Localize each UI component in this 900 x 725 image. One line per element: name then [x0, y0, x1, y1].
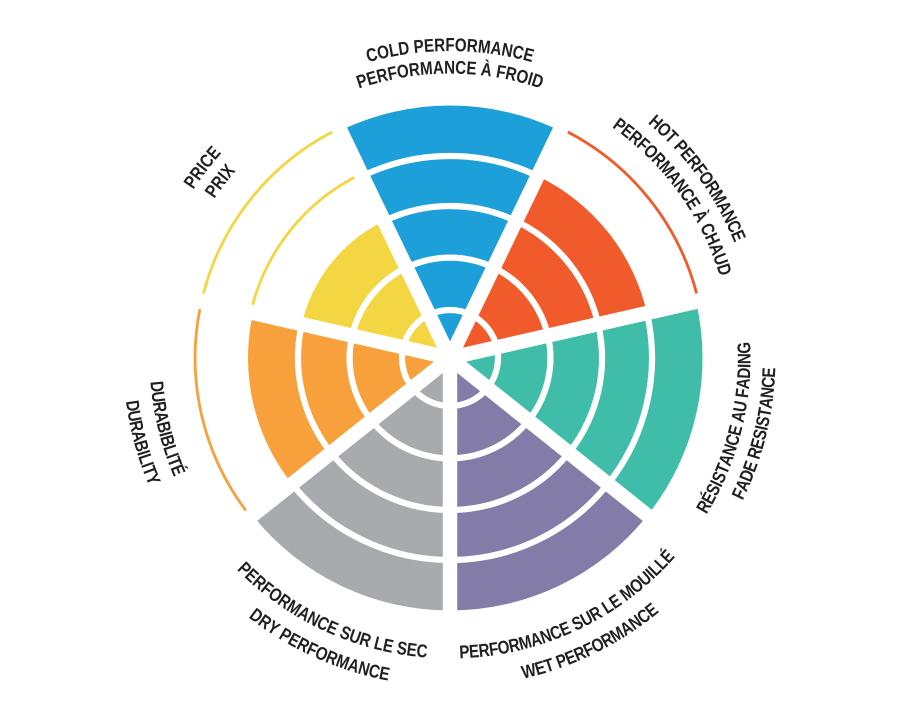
svg-text:R: R [504, 63, 519, 86]
svg-text:C: C [511, 41, 526, 64]
svg-text:B: B [152, 419, 175, 435]
svg-text:A: A [733, 377, 755, 390]
svg-text:E: E [759, 367, 780, 378]
svg-text:E: E [423, 35, 434, 56]
svg-text:D: D [122, 399, 144, 413]
svg-text:S: S [752, 414, 774, 428]
svg-text:F: F [732, 387, 754, 399]
svg-text:F: F [495, 61, 508, 83]
svg-text:F: F [488, 638, 500, 660]
svg-text:E: E [405, 639, 418, 661]
svg-text:I: I [525, 68, 535, 89]
svg-text:R: R [507, 634, 522, 657]
svg-text:A: A [489, 37, 503, 59]
svg-text:N: N [500, 39, 515, 61]
svg-text:F: F [445, 35, 454, 56]
svg-text:F: F [386, 62, 399, 84]
svg-text:R: R [125, 419, 148, 434]
svg-text:O: O [496, 636, 511, 659]
svg-text:N: N [444, 57, 455, 78]
svg-text:S: S [749, 427, 772, 442]
svg-text:D: D [146, 380, 168, 393]
svg-text:C: C [367, 660, 383, 683]
svg-text:I: I [734, 363, 755, 368]
svg-text:C: C [758, 376, 780, 389]
svg-text:N: N [757, 386, 779, 399]
svg-text:M: M [516, 631, 534, 654]
svg-text:A: A [127, 428, 150, 444]
svg-text:R: R [434, 35, 446, 56]
svg-text:U: U [123, 409, 145, 424]
svg-text:A: A [727, 409, 750, 424]
svg-text:À: À [480, 59, 493, 81]
svg-text:W: W [519, 659, 538, 683]
svg-text:C: C [416, 640, 429, 662]
svg-text:A: A [433, 57, 445, 78]
svg-text:B: B [130, 438, 153, 454]
svg-text:U: U [147, 390, 169, 404]
svg-text:P: P [459, 642, 470, 663]
svg-text:U: U [729, 399, 751, 413]
svg-text:A: A [150, 410, 173, 425]
svg-text:N: N [734, 353, 755, 364]
svg-text:E: E [724, 423, 747, 438]
svg-text:O: O [395, 60, 410, 82]
svg-text:G: G [734, 342, 755, 355]
svg-text:R: R [374, 64, 390, 87]
svg-text:S: S [395, 637, 408, 659]
svg-text:I: I [751, 424, 772, 433]
svg-text:D: D [397, 37, 411, 59]
svg-text:I: I [162, 450, 183, 461]
svg-text:E: E [466, 58, 478, 79]
svg-text:O: O [454, 35, 467, 56]
svg-text:O: O [375, 41, 391, 64]
svg-text:P: P [413, 36, 425, 58]
svg-text:E: E [381, 635, 395, 657]
svg-text:T: T [754, 405, 776, 418]
svg-text:E: E [377, 663, 391, 685]
svg-text:I: I [155, 429, 176, 438]
svg-text:L: L [387, 39, 400, 61]
svg-text:I: I [137, 459, 158, 470]
svg-text:M: M [419, 58, 433, 80]
svg-text:N: N [356, 657, 372, 680]
svg-text:R: R [408, 59, 421, 81]
svg-text:R: R [148, 400, 170, 414]
svg-text:A: A [755, 396, 777, 410]
svg-text:R: R [477, 640, 490, 662]
svg-text:M: M [477, 36, 492, 58]
svg-text:C: C [455, 57, 467, 78]
svg-text:R: R [466, 35, 478, 57]
svg-text:C: C [364, 44, 380, 67]
svg-text:O: O [514, 65, 531, 88]
svg-text:E: E [521, 44, 536, 67]
svg-text:D: D [733, 367, 754, 379]
svg-text:I: I [133, 448, 154, 458]
svg-text:E: E [468, 641, 480, 663]
